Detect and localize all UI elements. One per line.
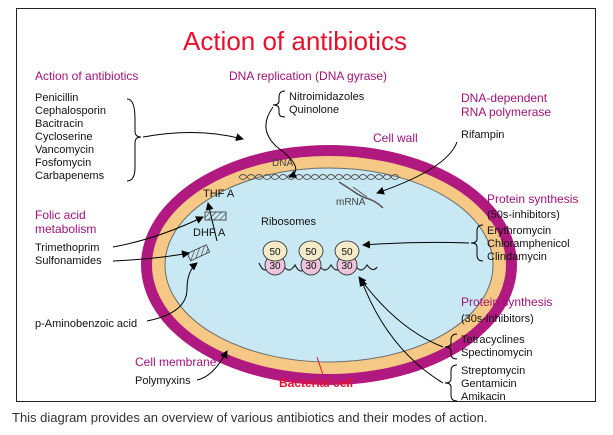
drug-name: Erythromycin (487, 225, 551, 237)
paba-arrow (146, 262, 198, 322)
ribosome-large-subunit (298, 240, 324, 262)
dna-replication-arrow (265, 106, 298, 178)
ribosome-large-subunit (262, 240, 288, 262)
mrna-strand (338, 181, 384, 209)
brace (444, 333, 458, 360)
dhf-label: DHF A (193, 227, 226, 239)
ribosome-large-label: 50 (305, 247, 317, 258)
protein-30s-subheading: (30s-inhibitors) (461, 313, 534, 325)
drug-name: Sulfonamides (35, 255, 102, 267)
bacterial-cell-pointer (316, 356, 324, 376)
folic-acid-heading-line2: metabolism (35, 222, 96, 236)
drug-name: Nitroimidazoles (289, 91, 365, 103)
drug-name: Trimethoprim (35, 242, 99, 254)
folic-acid-heading-line1: Folic acid (35, 208, 86, 222)
thf-label: THF A (203, 188, 235, 200)
dhf-to-thf-arrow (205, 202, 218, 242)
drug-name: Rifampin (461, 129, 504, 141)
cell-wall-label: Cell wall (373, 131, 418, 145)
drug-name: Vancomycin (35, 144, 94, 156)
dna-replication-heading: DNA replication (DNA gyrase) (229, 69, 387, 83)
drug-name: Clindamycin (487, 251, 547, 263)
brace (126, 98, 142, 182)
brace (444, 364, 458, 402)
para-aminobenzoic-acid-label: p-Aminobenzoic acid (35, 318, 137, 330)
protein-50s-heading: Protein synthesis (487, 192, 578, 206)
ribosome-large-label: 50 (269, 247, 281, 258)
brace (272, 90, 286, 118)
drug-name: Polymyxins (135, 375, 191, 387)
cell-wall-drugs-arrow (142, 131, 244, 142)
brace (470, 224, 484, 262)
mrna-label: mRNA (336, 197, 366, 208)
ribosomes-label: Ribosomes (261, 216, 317, 228)
dna-strand-b (238, 174, 400, 180)
cell-membrane-arrow (196, 350, 228, 381)
figure-frame: Action of antibiotics DNA mRNA Ribosomes… (16, 8, 596, 403)
drug-name: Spectinomycin (461, 347, 533, 359)
drug-name: Gentamicin (461, 378, 517, 390)
sulfonamides-arrow (112, 250, 190, 262)
drug-name: Tetracyclines (461, 334, 525, 346)
rna-polymerase-heading-line1: DNA-dependent (461, 91, 548, 105)
protein-50s-subheading: (50s-inhibitors) (487, 209, 560, 221)
figure-caption: This diagram provides an overview of var… (12, 410, 488, 425)
diagram-title: Action of antibiotics (183, 26, 407, 56)
ribosome-small-label: 30 (269, 261, 281, 272)
drug-name: Cephalosporin (35, 105, 106, 117)
dna-label: DNA (272, 158, 293, 169)
ribosome-3: 50 30 (334, 240, 360, 276)
protein-50s-arrow (362, 240, 470, 249)
ribosome-small-label: 30 (305, 261, 317, 272)
drug-name: Chloramphenicol (487, 238, 570, 250)
drug-name: Penicillin (35, 92, 78, 104)
drug-name: Fosfomycin (35, 157, 91, 169)
cell-membrane-heading: Cell membrane (135, 355, 217, 369)
cell-wall-drugs-heading: Action of antibiotics (35, 69, 138, 83)
ribosome-small-label: 30 (341, 261, 353, 272)
drug-name: Quinolone (289, 104, 339, 116)
rna-polymerase-arrow (376, 141, 458, 195)
ribosome-large-subunit (334, 240, 360, 262)
group-folic-acid: Folic acid metabolism Trimethoprim Sulfo… (35, 208, 204, 330)
antibiotics-diagram: Action of antibiotics DNA mRNA Ribosomes… (35, 26, 578, 403)
ribosome-1: 50 30 (262, 240, 288, 276)
group-cell-wall-drugs: Action of antibiotics Penicillin Cephalo… (35, 69, 244, 182)
group-rna-polymerase: DNA-dependent RNA polymerase Rifampin (376, 91, 551, 195)
group-protein-50s: Protein synthesis (50s-inhibitors) Eryth… (362, 192, 578, 263)
thf-enzyme-block (204, 211, 227, 221)
protein-30s-arrow-a (358, 276, 444, 348)
drug-name: Bacitracin (35, 118, 83, 130)
group-dna-replication: DNA replication (DNA gyrase) Nitroimidaz… (229, 69, 387, 178)
drug-name: Carbapenems (35, 170, 105, 182)
protein-30s-heading: Protein synthesis (461, 295, 552, 309)
drug-name: Cycloserine (35, 131, 92, 143)
group-protein-30s: Protein synthesis (30s-inhibitors) Tetra… (358, 276, 552, 403)
cytoplasm (164, 167, 494, 363)
ribosome-2: 50 30 (298, 240, 324, 276)
drug-name: Amikacin (461, 391, 506, 403)
group-cell-membrane: Cell membrane Polymyxins (135, 350, 228, 387)
rna-polymerase-heading-line2: RNA polymerase (461, 105, 551, 119)
drug-name: Streptomycin (461, 365, 525, 377)
ribosome-large-label: 50 (341, 247, 353, 258)
protein-30s-arrow-b (359, 278, 444, 384)
bacterial-cell-label: Bacterial cell (279, 376, 353, 390)
trimethoprim-arrow (112, 216, 204, 248)
mrna-strand-inner (352, 186, 368, 198)
